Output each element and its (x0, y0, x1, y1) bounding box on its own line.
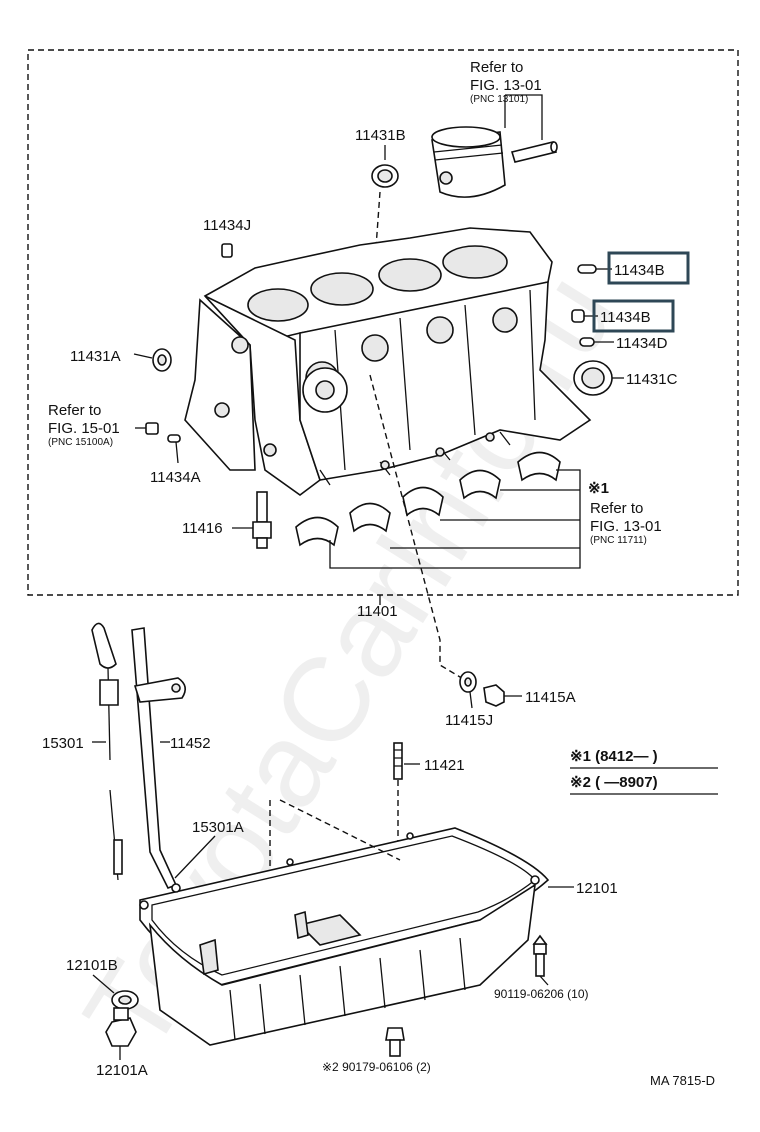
label-refer-1501-line2: FIG. 15-01 (48, 420, 120, 437)
label-refer-1301-bot-line2: FIG. 13-01 (590, 518, 662, 535)
label-90179-06106: ※2 90179-06106 (2) (322, 1060, 431, 1074)
label-refer-1301-top-pnc: (PNC 13101) (470, 94, 528, 105)
label-15301: 15301 (42, 735, 84, 752)
stud-11421-icon (393, 742, 403, 780)
label-note1-mark: ※1 (588, 480, 609, 497)
legend-row-1: ※1 (8412— ) (570, 748, 658, 765)
label-refer-1501-line1: Refer to (48, 402, 101, 419)
label-15301A: 15301A (192, 819, 244, 836)
union-bolt-11416-icon (252, 491, 272, 549)
rear-oil-seal-11431C-icon (573, 360, 613, 396)
label-11431C: 11431C (626, 371, 678, 388)
oil-pan-12101-icon (139, 827, 550, 1046)
label-11401: 11401 (357, 603, 398, 620)
label-11452: 11452 (170, 735, 211, 752)
legend-row-2: ※2 ( —8907) (570, 774, 658, 791)
drain-plug-12101A-icon (105, 1007, 137, 1047)
dowel-pin-11434B-upper-icon (577, 264, 597, 274)
dowel-pin-11434A-icon (167, 434, 181, 443)
front-seal-11431A-icon (152, 348, 172, 372)
crankshaft-bearing-set-icon (295, 451, 561, 547)
bolt-90119-06206-icon (532, 934, 548, 977)
label-90119-06206: 90119-06206 (10) (494, 987, 589, 1001)
label-refer-1501-pnc: (PNC 15100A) (48, 437, 113, 448)
drain-plug-washer-12101B-icon (111, 990, 139, 1010)
oil-dipstick-15301-icon (91, 622, 123, 881)
label-11421: 11421 (424, 757, 465, 774)
dowel-pin-11434B-lower-icon (571, 309, 585, 323)
label-12101: 12101 (576, 880, 618, 897)
label-refer-1301-bot-line1: Refer to (590, 500, 643, 517)
label-11434D: 11434D (616, 335, 668, 352)
plug-11415A-icon (483, 684, 505, 707)
label-refer-1301-bot-pnc: (PNC 11711) (590, 535, 647, 546)
cylinder-block-icon (184, 227, 592, 496)
label-11431A: 11431A (70, 348, 121, 365)
piston-icon (431, 126, 506, 198)
label-11416: 11416 (182, 520, 223, 537)
washer-11415J-icon (459, 671, 477, 693)
highlight-box-11434B-upper (607, 251, 690, 285)
rear-seal-11431B-icon (371, 164, 399, 188)
bolt-90179-06106-icon (385, 1027, 405, 1057)
label-refer-1301-top-line2: FIG. 13-01 (470, 77, 542, 94)
piston-pin-icon (510, 141, 558, 163)
label-11434A: 11434A (150, 469, 201, 486)
label-11434B-lower: 11434B (600, 309, 651, 326)
plug-15100A-icon (145, 422, 159, 435)
label-12101A: 12101A (96, 1062, 148, 1079)
block-assembly-enclosure (27, 49, 739, 596)
label-11434B-upper: 11434B (614, 262, 665, 279)
diagram-code: MA 7815-D (650, 1073, 715, 1088)
label-refer-1301-top-line1: Refer to (470, 59, 523, 76)
dowel-pin-11434D-icon (579, 337, 595, 347)
label-11415A: 11415A (525, 689, 576, 706)
label-11434J: 11434J (203, 217, 251, 234)
highlight-box-11434B-lower (592, 299, 675, 333)
dowel-pin-11434J-icon (221, 243, 233, 258)
label-12101B: 12101B (66, 957, 118, 974)
label-11415J: 11415J (445, 712, 493, 729)
label-11431B: 11431B (355, 127, 406, 144)
